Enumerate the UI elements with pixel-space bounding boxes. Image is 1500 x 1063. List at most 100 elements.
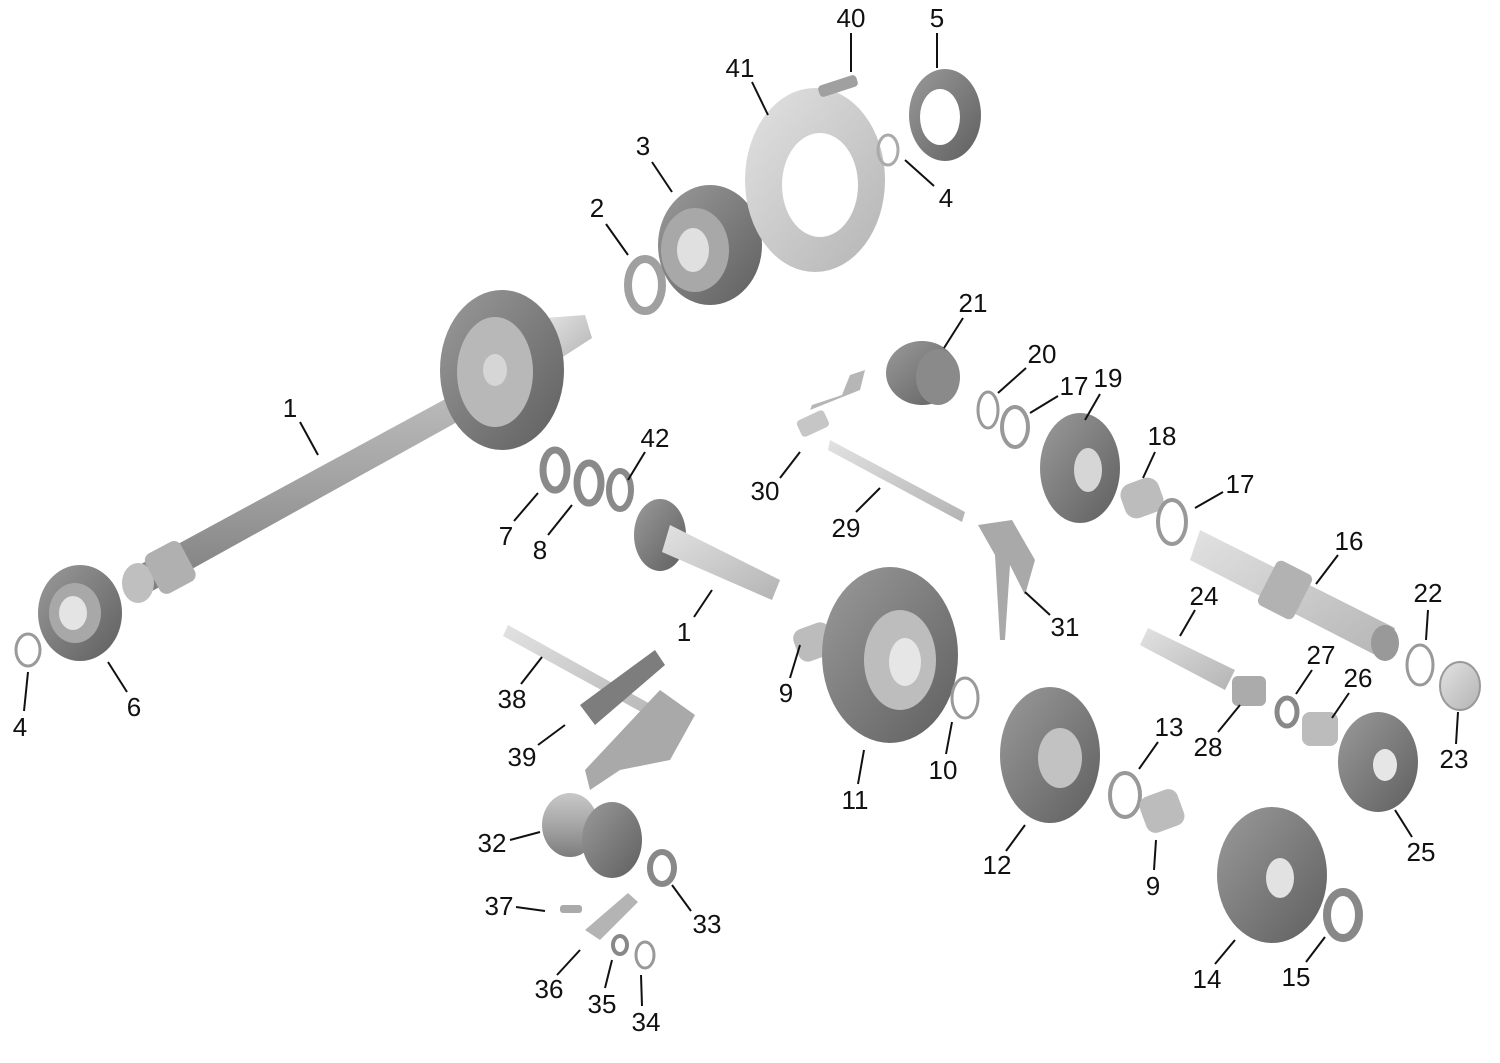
callout-label-16: 16	[1334, 526, 1364, 556]
callout-label-26: 26	[1343, 663, 1373, 693]
leader-line	[520, 656, 543, 685]
shift-fork-31-part	[978, 520, 1035, 640]
callout-label-3: 3	[635, 131, 651, 161]
ring-20-part	[976, 390, 1000, 430]
bearing-plate-41-part	[745, 88, 885, 272]
callout-label-11: 11	[841, 785, 869, 815]
callout-label-22: 22	[1413, 578, 1443, 608]
pin-37-part	[560, 905, 582, 913]
leader-line	[604, 959, 613, 989]
shift-rod-29-part	[828, 440, 965, 522]
shift-fork-30-part	[796, 370, 865, 437]
bearing-3-part	[658, 185, 762, 305]
callout-label-17: 17	[1059, 371, 1089, 401]
shaft-16-part	[1190, 530, 1399, 661]
ring-13-part	[1108, 771, 1142, 819]
callout-label-30: 30	[750, 476, 780, 506]
gear-21-part	[886, 341, 960, 405]
lever-36-part	[585, 893, 638, 940]
leader-line	[857, 749, 865, 785]
leader-line	[1142, 451, 1156, 479]
leader-line	[547, 504, 573, 536]
bushing-28-part	[1232, 676, 1266, 706]
leader-lines	[23, 33, 1459, 1007]
callout-label-33: 33	[692, 909, 722, 939]
pinion-shaft-part	[634, 499, 780, 600]
callout-label-6: 6	[126, 692, 142, 722]
callout-label-19: 19	[1093, 363, 1123, 393]
callout-label-38: 38	[497, 684, 527, 714]
leader-line	[997, 367, 1027, 394]
leader-line	[789, 644, 801, 679]
callout-label-31: 31	[1050, 612, 1080, 642]
leader-line	[1084, 393, 1101, 421]
callout-label-24: 24	[1189, 581, 1219, 611]
needle-bearing-9-part	[1139, 789, 1185, 833]
leader-line	[537, 724, 566, 746]
leader-line	[693, 589, 713, 618]
ring-22-part	[1405, 643, 1435, 687]
callout-label-9: 9	[778, 678, 794, 708]
leader-line	[1005, 824, 1026, 852]
callout-label-20: 20	[1027, 339, 1057, 369]
snap-ring-part	[14, 632, 42, 668]
leader-line	[513, 492, 539, 522]
callout-label-21: 21	[958, 288, 988, 318]
callout-label-17: 17	[1225, 469, 1255, 499]
leader-line	[509, 831, 541, 841]
seal-5-part	[909, 69, 981, 161]
washer-15-part	[1323, 888, 1363, 942]
callout-label-18: 18	[1147, 421, 1177, 451]
callout-label-13: 13	[1154, 712, 1184, 742]
leader-line	[1024, 591, 1051, 616]
leader-line	[640, 974, 643, 1007]
ring-17-part	[1156, 498, 1188, 546]
leader-line	[1425, 609, 1429, 641]
needle-bearing-26-part	[1302, 712, 1338, 746]
washers-part	[539, 446, 634, 512]
callout-label-28: 28	[1193, 732, 1223, 762]
callout-label-41: 41	[725, 53, 755, 83]
leader-line	[651, 161, 673, 193]
leader-line	[515, 906, 546, 912]
leader-line	[751, 81, 769, 116]
callout-label-23: 23	[1439, 744, 1469, 774]
leader-line	[1331, 692, 1350, 719]
washer-2-part	[624, 255, 666, 315]
gear-12-part	[1000, 687, 1100, 823]
callout-label-39: 39	[507, 742, 537, 772]
callout-label-15: 15	[1281, 962, 1311, 992]
callout-label-25: 25	[1406, 837, 1436, 867]
gear-11-part	[822, 567, 958, 743]
callout-label-2: 2	[589, 193, 605, 223]
gear-19-part	[1040, 413, 1120, 523]
leader-line	[779, 451, 801, 479]
leader-line	[1455, 711, 1459, 745]
callout-label-42: 42	[640, 423, 670, 453]
callout-label-29: 29	[831, 513, 861, 543]
callout-label-37: 37	[484, 891, 514, 921]
leader-line	[299, 421, 319, 456]
bearing-race-23-part	[1439, 661, 1481, 711]
plate-33-part	[647, 849, 677, 887]
leader-line	[1305, 936, 1326, 963]
washer-35-part	[611, 934, 629, 956]
leader-line	[904, 159, 935, 187]
callout-label-1: 1	[282, 393, 298, 423]
leader-line	[605, 223, 629, 256]
leader-line	[1295, 669, 1313, 695]
gear-14-part	[1217, 807, 1327, 943]
leader-line	[855, 487, 881, 513]
callout-label-36: 36	[534, 974, 564, 1004]
callout-label-34: 34	[631, 1007, 661, 1037]
callout-label-5: 5	[929, 3, 945, 33]
leader-line	[627, 451, 646, 481]
leader-line	[945, 721, 953, 755]
leader-line	[1214, 939, 1236, 965]
bevel-ring-gear-part	[440, 290, 564, 450]
leader-line	[107, 661, 128, 693]
callout-label-35: 35	[587, 989, 617, 1019]
leader-line	[556, 949, 581, 976]
leader-line	[1138, 741, 1159, 770]
